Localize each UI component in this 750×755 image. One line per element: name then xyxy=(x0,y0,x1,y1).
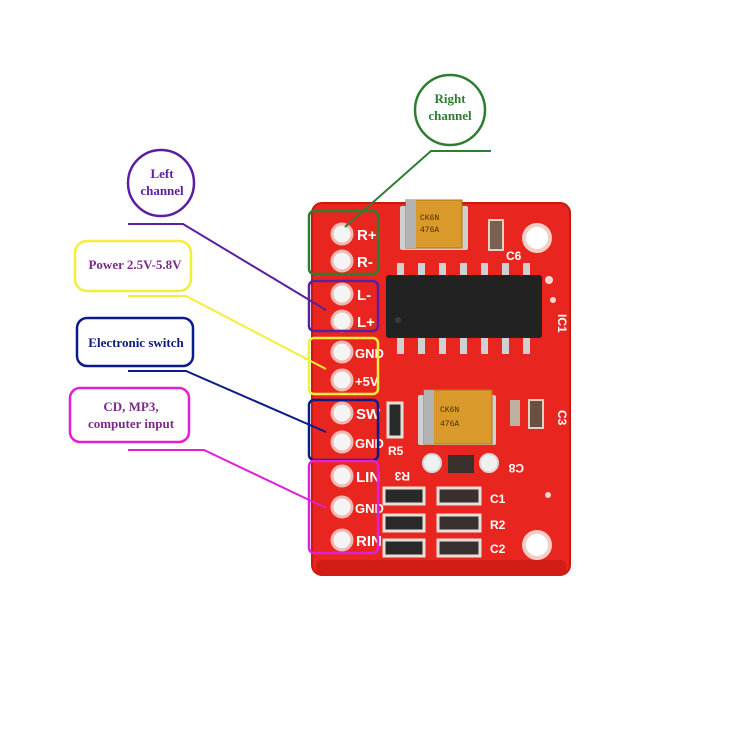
pin-holes xyxy=(330,222,354,552)
left-channel-bubble xyxy=(126,148,196,218)
pcb-bottom-shadow xyxy=(316,560,566,576)
electronic-switch-label: Electronic switch xyxy=(88,335,184,350)
silk-r3: R3 xyxy=(394,469,410,483)
smd-cap-c6 xyxy=(488,219,504,251)
pin-label-lin: LIN xyxy=(356,469,380,486)
silk-r5: R5 xyxy=(388,444,404,458)
silk-ic1: IC1 xyxy=(555,314,569,333)
switch-leader xyxy=(128,370,327,433)
mount-hole-top xyxy=(522,223,552,253)
power-leader xyxy=(128,295,327,370)
svg-text:CK6N: CK6N xyxy=(420,214,439,223)
svg-text:CK6N: CK6N xyxy=(440,406,459,415)
input-leader xyxy=(128,449,327,509)
pin-label-gnd-1: GND xyxy=(355,346,384,361)
smd-resistor-r5 xyxy=(386,401,404,439)
pin-label-l-plus: L+ xyxy=(357,314,375,331)
silk-c2: C2 xyxy=(490,542,506,556)
silk-c8: C8 xyxy=(508,461,524,475)
silk-r2: R2 xyxy=(490,518,506,532)
svg-text:476A: 476A xyxy=(420,226,439,235)
power-label: Power 2.5V-5.8V xyxy=(88,257,182,272)
pin-label-r-plus: R+ xyxy=(357,227,377,244)
power-bubble xyxy=(73,239,193,293)
input-label-line2: computer input xyxy=(87,416,175,431)
left-channel-leader xyxy=(128,223,327,311)
right-channel-box xyxy=(307,209,380,276)
pin-label-sw: SW xyxy=(356,406,381,423)
silk-c3: C3 xyxy=(555,410,569,426)
via-top xyxy=(545,276,553,284)
ic-chip xyxy=(386,263,542,354)
right-channel-label: Right channel xyxy=(417,90,483,124)
pin-label-gnd-2: GND xyxy=(355,436,384,451)
pad-left xyxy=(422,453,442,473)
right-channel-leader xyxy=(344,150,491,228)
input-label: CD, MP3, computer input xyxy=(74,398,188,432)
pin-label-l-minus: L- xyxy=(357,287,371,304)
pin-label-5v: +5V xyxy=(355,374,379,389)
mount-hole-bottom xyxy=(522,530,552,560)
svg-text:476A: 476A xyxy=(440,420,459,429)
via-bottom xyxy=(545,492,551,498)
smd-cap-c3 xyxy=(528,399,544,429)
pin-label-rin: RIN xyxy=(356,533,382,550)
switch-bubble xyxy=(75,316,195,368)
silk-c1: C1 xyxy=(490,492,506,506)
smd-cap-middle xyxy=(448,455,474,473)
pin-label-r-minus: R- xyxy=(357,254,373,271)
smd-resistor-grid xyxy=(382,486,482,558)
left-channel-label-line1: Left xyxy=(150,166,174,181)
left-channel-label: Left channel xyxy=(131,165,193,199)
smd-cap-c8 xyxy=(510,400,520,426)
input-box xyxy=(307,459,380,555)
tantalum-capacitor-bottom: CK6N 476A xyxy=(418,389,496,445)
pad-right xyxy=(479,453,499,473)
left-channel-box xyxy=(307,279,380,333)
silk-c6: C6 xyxy=(506,249,522,263)
input-label-line1: CD, MP3, xyxy=(103,399,159,414)
via-right xyxy=(550,297,556,303)
right-channel-label-line1: Right xyxy=(434,91,466,106)
power-box xyxy=(307,336,380,396)
right-channel-label-line2: channel xyxy=(428,108,472,123)
tantalum-capacitor-top: CK6N 476A xyxy=(400,199,468,250)
right-channel-bubble xyxy=(413,73,487,147)
input-bubble xyxy=(68,386,191,444)
left-channel-label-line2: channel xyxy=(140,183,184,198)
pin-label-gnd-3: GND xyxy=(355,501,384,516)
